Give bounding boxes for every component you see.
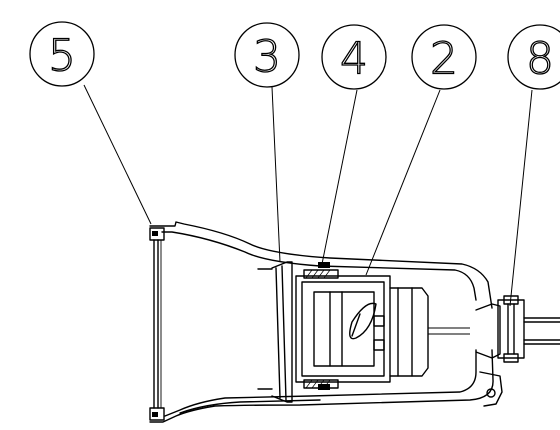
cartridge [295,275,429,383]
callout-3-label: 3 [253,32,281,83]
leader-8 [509,89,533,307]
seal-ring [149,227,165,421]
shaft [428,327,470,335]
callout-5: 5 [29,21,95,87]
leader-2 [365,89,441,276]
leader-3 [271,86,281,263]
nozzle-nut [475,295,560,363]
retaining-clip [303,262,339,390]
callout-3: 3 [234,22,300,88]
leader-4 [321,89,358,265]
callout-2: 2 [411,24,477,90]
callout-5-label: 5 [48,31,76,82]
leader-5 [83,84,152,225]
callout-4: 4 [321,24,387,90]
callout-8: 8 [507,24,560,90]
housing [149,221,503,423]
leader-lines [83,84,533,307]
callout-4-label: 4 [340,34,368,85]
diaphragm-plate [257,261,293,403]
callout-8-label: 8 [526,34,554,85]
callout-2-label: 2 [430,34,458,85]
